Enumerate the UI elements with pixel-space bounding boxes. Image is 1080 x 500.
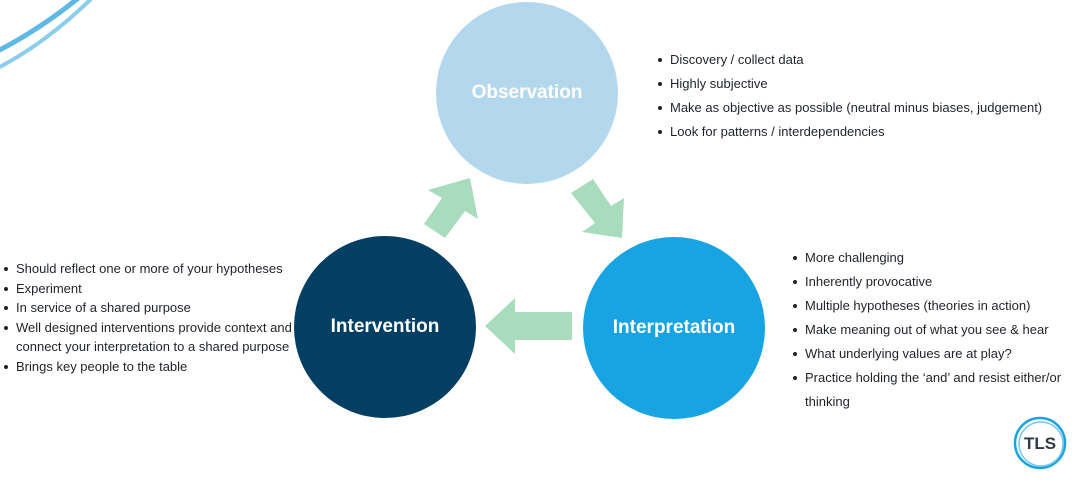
arrow-intervention-to-observation [424,178,478,238]
observation-circle: Observation [436,2,618,184]
interpretation-notes: More challenging Inherently provocative … [793,246,1063,414]
decorative-swoosh [0,0,93,70]
intervention-circle: Intervention [294,236,476,418]
intervention-notes: Should reflect one or more of your hypot… [4,259,299,377]
list-item: Experiment [4,279,299,299]
logo-text: TLS [1024,434,1056,453]
list-item: Make meaning out of what you see & hear [793,318,1063,342]
list-item: Highly subjective [658,72,1068,96]
list-item: Multiple hypotheses (theories in action) [793,294,1063,318]
intervention-label: Intervention [330,316,440,337]
list-item: In service of a shared purpose [4,298,299,318]
list-item: Discovery / collect data [658,48,1068,72]
tls-logo: TLS [1013,416,1067,470]
observation-label: Observation [471,82,583,103]
interpretation-circle: Interpretation [583,237,765,419]
list-item: What underlying values are at play? [793,342,1063,366]
list-item: More challenging [793,246,1063,270]
list-item: Inherently provocative [793,270,1063,294]
list-item: Make as objective as possible (neutral m… [658,96,1068,120]
list-item: Brings key people to the table [4,357,299,377]
arrow-observation-to-interpretation [571,179,624,238]
list-item: Should reflect one or more of your hypot… [4,259,299,279]
list-item: Practice holding the ‘and’ and resist ei… [793,366,1063,414]
list-item: Well designed interventions provide cont… [4,318,299,357]
list-item: Look for patterns / interdependencies [658,120,1068,144]
observation-notes: Discovery / collect data Highly subjecti… [658,48,1068,144]
arrow-interpretation-to-intervention [485,298,572,354]
interpretation-label: Interpretation [612,317,736,338]
